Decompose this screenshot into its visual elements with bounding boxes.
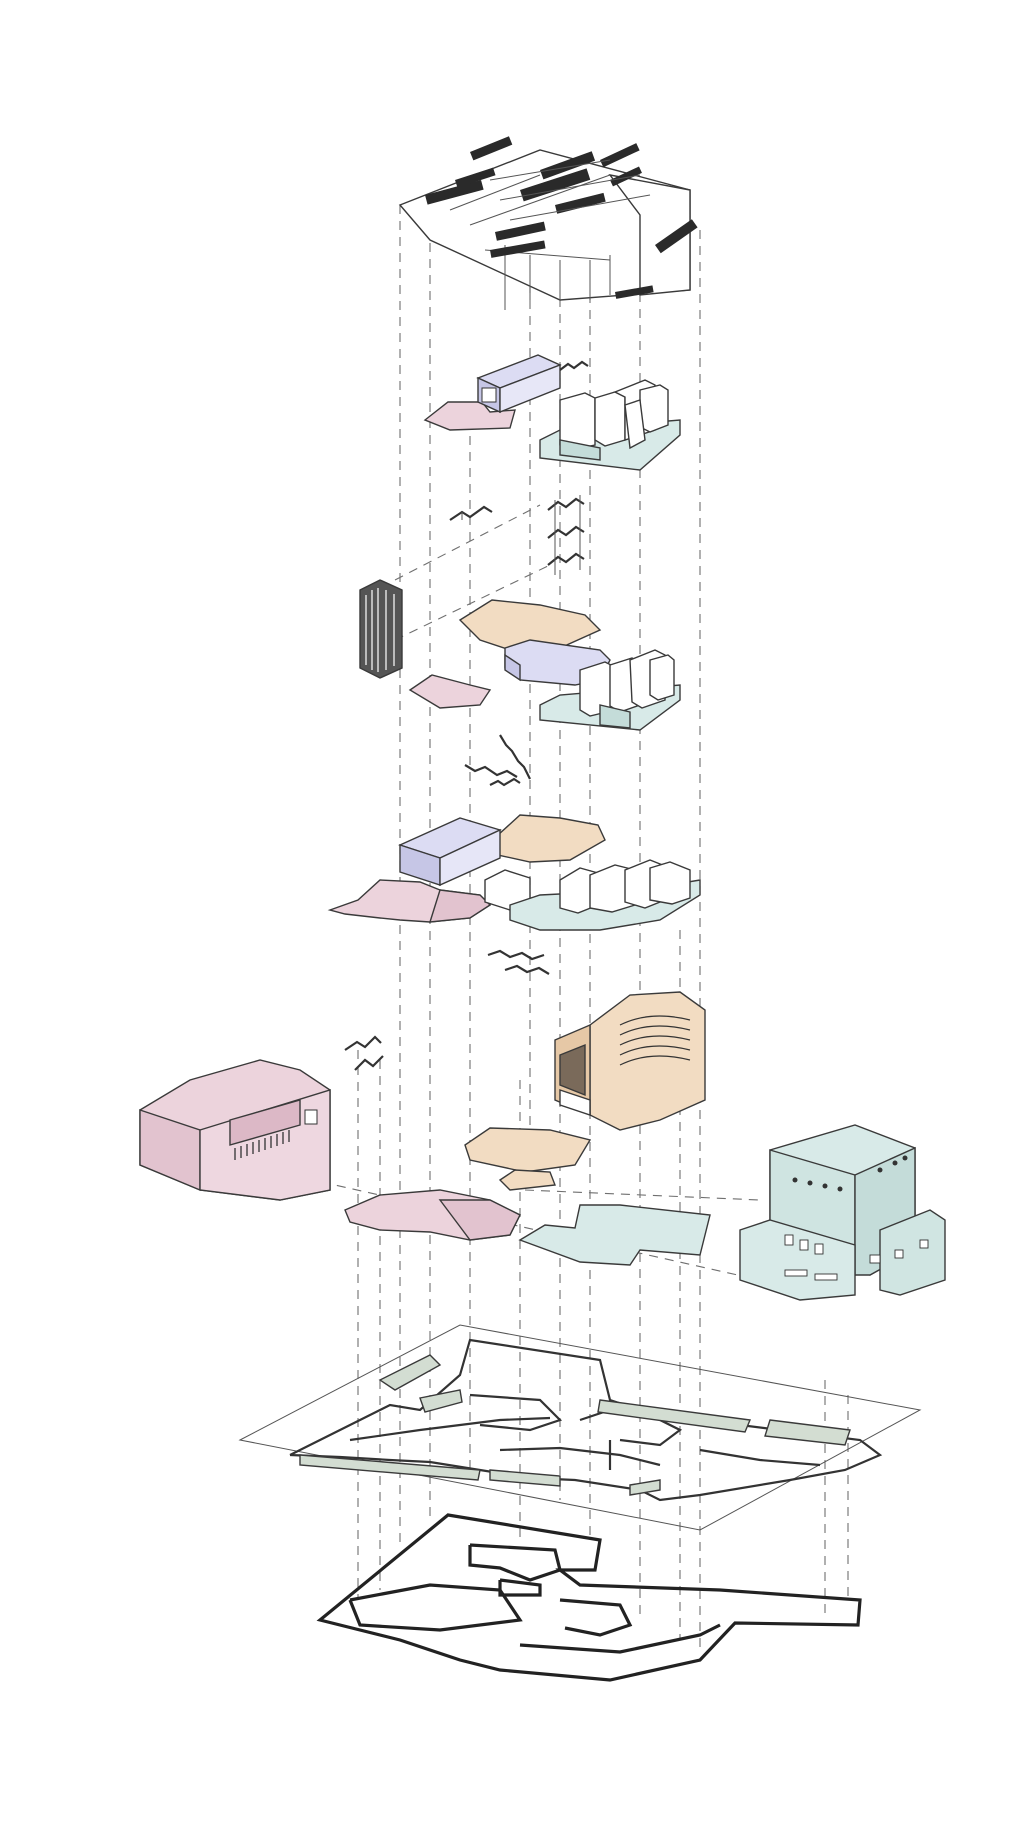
pink-building [139,1059,331,1201]
ground-level-volumes-layer [139,991,946,1301]
stairs-middle-layer [464,734,531,787]
upper-level-volumes-layer [423,354,681,471]
peach-building [554,991,706,1131]
site-plan-layer [238,1324,922,1531]
stairs-lower-layer [344,949,550,1071]
stairs-upper-layer [359,495,585,679]
middle-level-volumes-layer [408,599,681,731]
first-level-volumes-layer [327,814,701,931]
footprint-outline-layer [316,1513,862,1682]
roof-structure-layer [398,136,698,310]
mint-building [739,1124,946,1301]
